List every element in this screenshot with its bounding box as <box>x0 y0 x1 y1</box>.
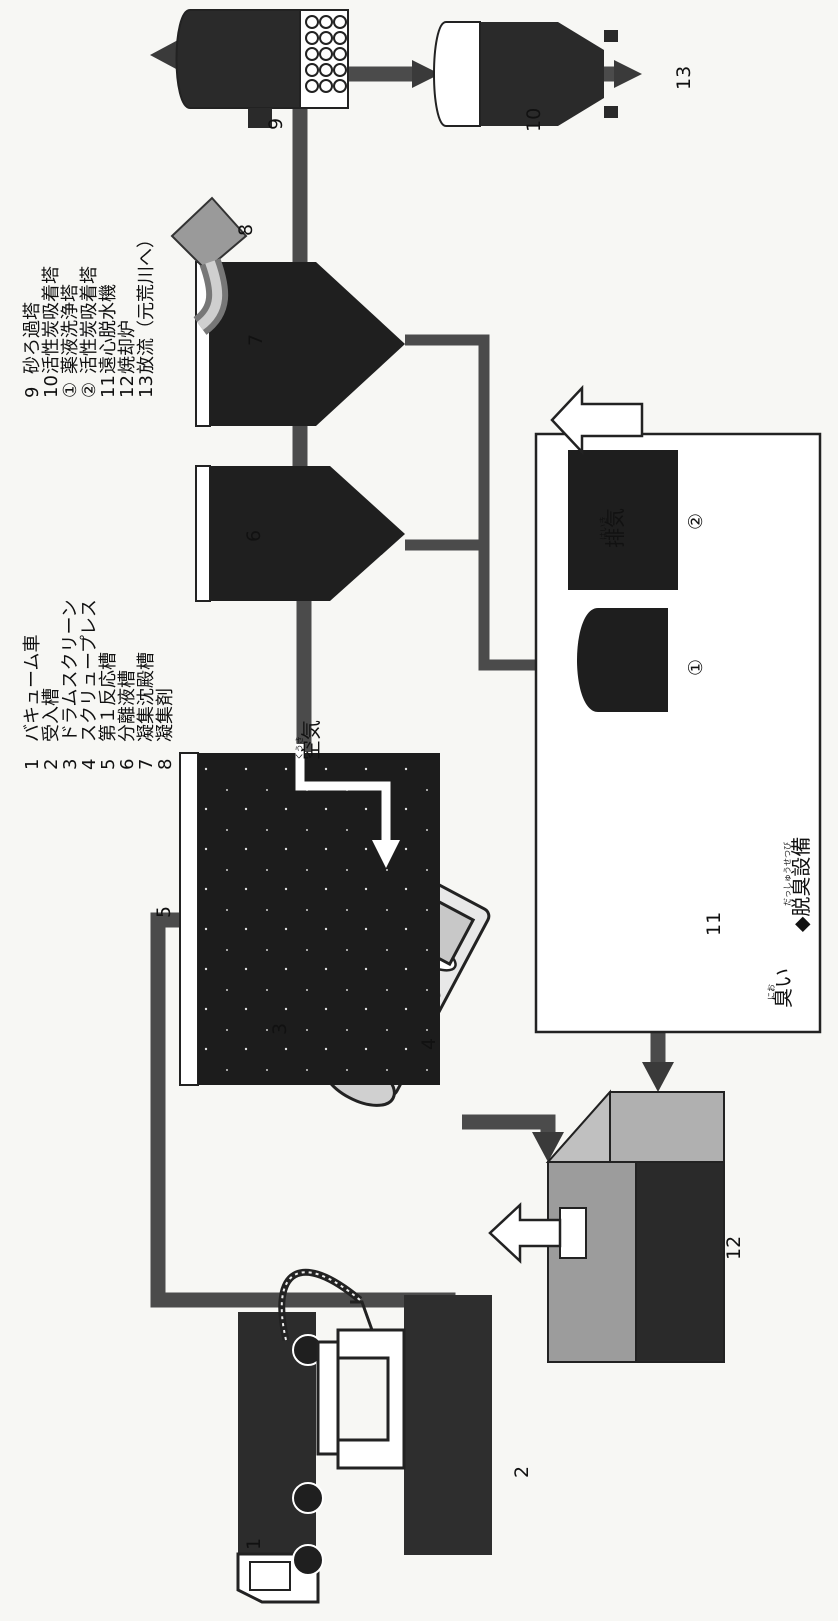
deodor-tower-2 <box>568 450 678 590</box>
legend-num-11: ① <box>60 382 81 398</box>
legend-num-3: 3 <box>60 759 81 770</box>
legend-label-10: 活性炭吸着塔 <box>41 266 62 374</box>
arrow-into-12a <box>642 1062 674 1092</box>
deodor-tower-1 <box>577 608 668 712</box>
label-6: 6 <box>243 530 265 542</box>
air-inlet-arrow <box>295 744 391 840</box>
component-numbers: 1 2 3 4 5 6 7 8 9 10 11 12 13 ① ② <box>153 66 745 1550</box>
arrow-into-9 <box>150 40 178 70</box>
legend-num-2: 2 <box>41 759 62 770</box>
label-circle-2: ② <box>685 513 707 530</box>
legend-label-2: 受入槽 <box>41 688 62 742</box>
arrow-into-13 <box>614 60 642 88</box>
legend-num-7: 7 <box>136 759 157 770</box>
pipe-7-drain <box>405 334 490 545</box>
arrow-into-12b <box>532 1132 564 1162</box>
legend: 1 バキューム車 2 受入槽 3 ドラムスクリーン 4 スクリュープレス 5 第１反応槽 6 分離液槽… <box>22 230 176 770</box>
pipe-4-to-12 <box>462 1114 556 1132</box>
exhaust-label: 排気 <box>603 508 627 548</box>
label-circle-1: ① <box>685 659 707 676</box>
legend-num-14: 12 <box>117 375 138 398</box>
label-8: 8 <box>235 224 257 236</box>
incinerator-exhaust-arrow <box>488 1202 562 1264</box>
legend-label-1: バキューム車 <box>22 635 43 742</box>
reaction-tank-5 <box>179 744 440 1086</box>
legend-num-12: ② <box>79 382 100 398</box>
coagulant-8 <box>170 196 248 335</box>
exhaust-ruby: はいき <box>599 516 608 540</box>
legend-label-6: 分離液槽 <box>117 670 138 742</box>
label-4: 4 <box>418 1038 440 1050</box>
label-3: 3 <box>269 1023 291 1035</box>
legend-num-1: 1 <box>22 759 43 770</box>
legend-label-9: 砂ろ過塔 <box>22 302 43 374</box>
air-label: 空気 <box>299 720 323 760</box>
deodor-ruby: だっしゅうせつび <box>783 842 792 906</box>
arrow-into-10 <box>412 60 440 88</box>
label-13: 13 <box>673 66 695 90</box>
incinerator-12 <box>488 1089 725 1363</box>
legend-label-7: 凝集沈殿槽 <box>136 652 157 742</box>
air-ruby: くうき <box>295 736 304 760</box>
deodorization-box <box>534 384 822 1034</box>
sand-filter-9 <box>175 9 349 128</box>
legend-label-5: 第１反応槽 <box>98 652 119 742</box>
carbon-tower-10 <box>433 21 618 127</box>
vacuum-truck-1 <box>236 1268 363 1604</box>
label-9: 9 <box>265 118 287 130</box>
legend-num-8: 8 <box>155 759 176 770</box>
smell-ruby: にお <box>767 984 776 1000</box>
receiving-tank-2 <box>316 1295 492 1555</box>
label-10: 10 <box>523 108 545 132</box>
exhaust-arrow <box>550 384 644 456</box>
legend-num-10: 10 <box>41 375 62 398</box>
legend-num-13: 11 <box>98 375 119 398</box>
label-1: 1 <box>243 1538 265 1550</box>
label-5: 5 <box>153 906 175 918</box>
legend-label-14: 焼却炉 <box>117 320 138 374</box>
separation-tank-6 <box>195 465 405 602</box>
legend-label-8: 凝集剤 <box>155 688 176 742</box>
legend-num-6: 6 <box>117 759 138 770</box>
legend-label-11: 薬液洗浄塔 <box>60 284 81 374</box>
legend-label-4: スクリュープレス <box>79 599 100 742</box>
legend-label-3: ドラムスクリーン <box>60 599 81 742</box>
legend-num-9: 9 <box>22 387 43 398</box>
smell-label: 臭い <box>771 968 795 1008</box>
legend-num-4: 4 <box>79 759 100 770</box>
label-11: 11 <box>703 912 725 936</box>
label-2: 2 <box>511 1466 533 1478</box>
label-12: 12 <box>723 1236 745 1260</box>
legend-label-12: 活性炭吸着塔 <box>79 266 100 374</box>
legend-num-15: 13 <box>136 375 157 398</box>
legend-num-5: 5 <box>98 759 119 770</box>
label-7: 7 <box>245 334 267 346</box>
legend-label-15: 放流（元荒川へ） <box>136 230 157 374</box>
deodor-title: ◆脱臭設備 <box>789 837 813 932</box>
legend-label-13: 遠心脱水機 <box>98 284 119 374</box>
inline-labels: 空気 くうき 排気 はいき 臭い にお ◆脱臭設備 だっしゅうせつび <box>295 508 813 1008</box>
